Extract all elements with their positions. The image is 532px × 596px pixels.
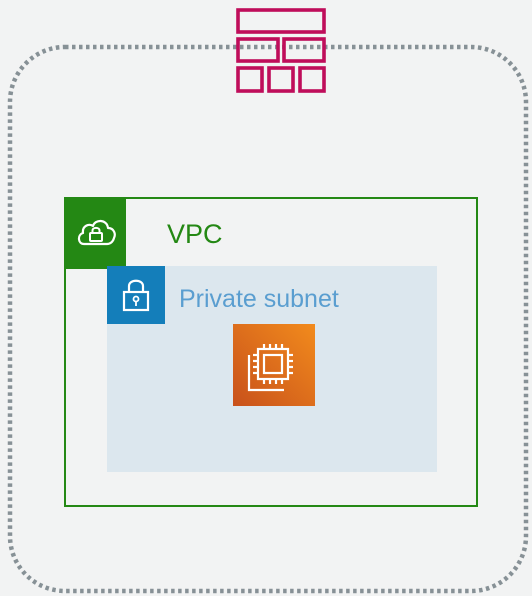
ec2-instance-icon: [247, 344, 293, 392]
ec2-instance-tile: [233, 324, 315, 406]
vpc-badge: [66, 199, 126, 269]
subnet-label: Private subnet: [179, 285, 339, 313]
firewall-icon: [236, 8, 326, 93]
cloud-lock-icon: [77, 219, 116, 246]
private-subnet-group: Private subnet: [107, 266, 437, 472]
padlock-icon: [122, 279, 150, 312]
subnet-badge: [107, 266, 165, 324]
vpc-label: VPC: [167, 219, 223, 249]
